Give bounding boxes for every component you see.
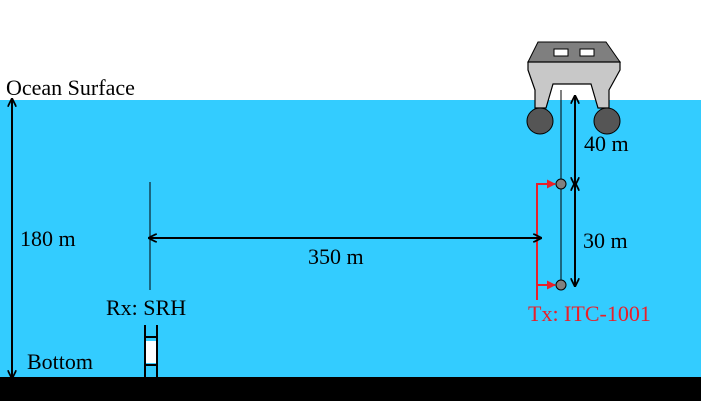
transmitter-label: Tx: ITC-1001 [528,301,651,326]
ship-cabin [527,41,621,63]
transmitter-node [555,178,567,190]
surface-label: Ocean Surface [6,75,135,100]
depth-label: 180 m [20,226,76,251]
ship-window [579,48,595,57]
ship-hull [527,61,621,109]
ship-to-tx-label: 40 m [584,131,629,156]
seabed [0,377,701,401]
receiver-label: Rx: SRH [106,295,186,320]
range-label: 350 m [308,244,364,269]
ship-pontoon [593,107,621,135]
ship-window [553,48,569,57]
hydrophone [146,341,156,363]
tx-spacing-label: 30 m [583,228,628,253]
transmitter-array [536,178,567,300]
transmitter-feed [536,179,556,300]
bottom-label: Bottom [27,349,93,374]
transmitter-node [555,279,567,291]
ship-pontoon [526,107,554,135]
ship [526,41,621,135]
